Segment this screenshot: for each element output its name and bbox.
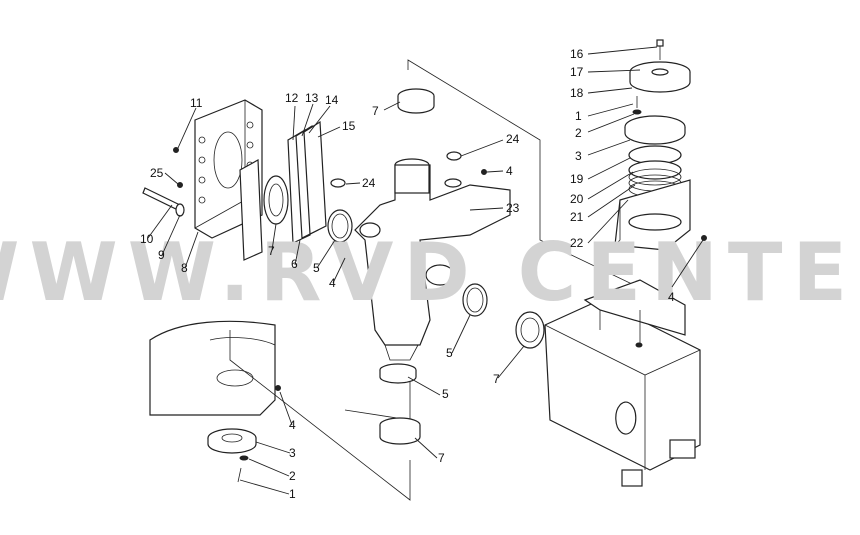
- callout-17: 17: [570, 65, 584, 79]
- callout-21: 21: [570, 210, 584, 224]
- callout-15: 15: [342, 119, 356, 133]
- callout-2-bottom: 2: [289, 469, 296, 483]
- callout-16: 16: [570, 47, 584, 61]
- callout-12: 12: [285, 91, 299, 105]
- callout-24-left: 24: [362, 176, 376, 190]
- callout-4-bottom: 4: [289, 418, 296, 432]
- callout-2-top: 2: [575, 126, 582, 140]
- callout-1-bottom: 1: [289, 487, 296, 501]
- watermark-text: WWW.RVD CENTER: [0, 226, 860, 319]
- callout-leaders: [147, 46, 704, 495]
- callout-9: 9: [158, 248, 165, 262]
- callout-8: 8: [181, 261, 188, 275]
- seal-rings: [327, 151, 707, 445]
- callout-14: 14: [325, 93, 339, 107]
- callout-5-mid: 5: [446, 346, 453, 360]
- callout-labels: 16 17 18 1 2 3 19 20 21 22 11 12 13 14 1…: [140, 47, 675, 501]
- callout-4-left: 4: [329, 276, 336, 290]
- lower-plate-assembly: [149, 320, 411, 501]
- callout-4-box: 4: [668, 290, 675, 304]
- callout-7-left: 7: [268, 244, 275, 258]
- callout-3-top: 3: [575, 149, 582, 163]
- callout-19: 19: [570, 172, 584, 186]
- callout-7-mid: 7: [493, 372, 500, 386]
- callout-18: 18: [570, 86, 584, 100]
- callout-25: 25: [150, 166, 164, 180]
- callout-22: 22: [570, 236, 584, 250]
- callout-10: 10: [140, 232, 154, 246]
- side-flange-assembly: [142, 99, 327, 261]
- callout-4-right: 4: [506, 164, 513, 178]
- callout-11: 11: [190, 96, 203, 110]
- callout-20: 20: [570, 192, 584, 206]
- callout-5-lower: 5: [442, 387, 449, 401]
- callout-6: 6: [291, 257, 298, 271]
- callout-23: 23: [506, 201, 520, 215]
- callout-5-left: 5: [313, 261, 320, 275]
- callout-13: 13: [305, 91, 319, 105]
- callout-7-bottom: 7: [438, 451, 445, 465]
- box-housing: [544, 279, 701, 487]
- callout-24-right: 24: [506, 132, 520, 146]
- top-cover-assembly: [614, 39, 691, 251]
- callout-3-bottom: 3: [289, 446, 296, 460]
- callout-1-top: 1: [575, 109, 582, 123]
- callout-7-upper: 7: [372, 104, 379, 118]
